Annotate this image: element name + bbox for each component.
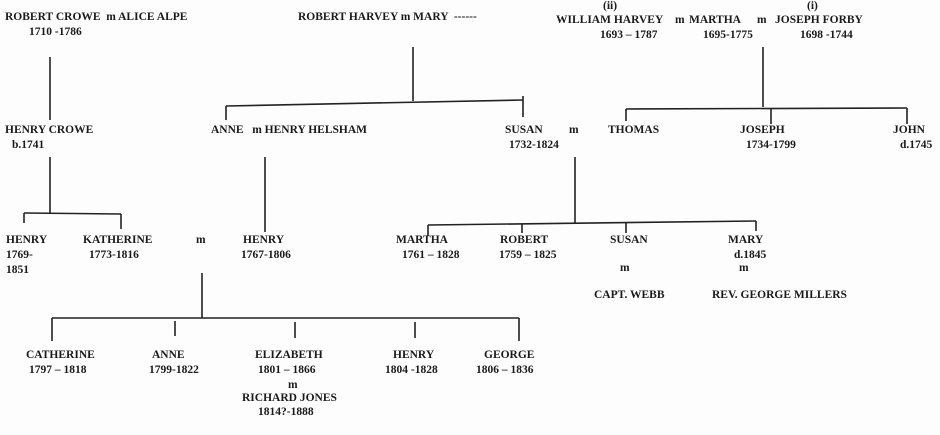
marriage-marker: m bbox=[620, 262, 630, 274]
george-dates: 1806 – 1836 bbox=[476, 364, 534, 376]
robert-harvey-mary: ROBERT HARVEY m MARY ------ bbox=[298, 11, 477, 23]
marriage-marker: m bbox=[569, 124, 579, 136]
robert-crowe-dates: 1710 -1786 bbox=[29, 26, 82, 38]
martha: MARTHA bbox=[689, 14, 741, 26]
catherine-dates: 1797 – 1818 bbox=[29, 364, 87, 376]
susan-child: SUSAN bbox=[610, 234, 648, 246]
henry-helsham-son: HENRY bbox=[243, 234, 285, 246]
henry-son-dates: 1769- bbox=[6, 249, 33, 261]
line bbox=[23, 212, 122, 215]
joseph-forby: JOSEPH FORBY bbox=[775, 14, 863, 26]
joseph-dates: 1734-1799 bbox=[746, 139, 796, 151]
marriage-marker: m bbox=[288, 379, 298, 391]
henry-crowe-dates: b.1741 bbox=[12, 139, 45, 151]
mary-child-dates: d.1845 bbox=[734, 249, 767, 261]
elizabeth: ELIZABETH bbox=[255, 349, 323, 361]
marriage-i: (i) bbox=[807, 0, 818, 12]
robert-child-dates: 1759 – 1825 bbox=[499, 249, 557, 261]
henry-grandchild: HENRY bbox=[393, 349, 435, 361]
john: JOHN bbox=[893, 124, 925, 136]
catherine: CATHERINE bbox=[26, 349, 95, 361]
susan: SUSAN bbox=[505, 124, 543, 136]
henry-grandchild-dates: 1804 -1828 bbox=[385, 364, 438, 376]
marriage-marker: m bbox=[739, 262, 749, 274]
mary-child: MARY bbox=[728, 234, 764, 246]
marriage-marker: m bbox=[757, 14, 767, 26]
elizabeth-dates: 1801 – 1866 bbox=[258, 364, 316, 376]
line bbox=[625, 107, 908, 110]
martha-dates: 1695-1775 bbox=[703, 29, 753, 41]
anne-grandchild: ANNE bbox=[152, 349, 185, 361]
rev-george-millers: REV. GEORGE MILLERS bbox=[712, 289, 847, 301]
capt-webb: CAPT. WEBB bbox=[594, 289, 665, 301]
richard-jones-dates: 1814?-1888 bbox=[258, 406, 314, 418]
susan-dates: 1732-1824 bbox=[509, 139, 559, 151]
richard-jones: RICHARD JONES bbox=[242, 392, 337, 404]
william-harvey-dates: 1693 – 1787 bbox=[600, 29, 658, 41]
line bbox=[427, 220, 757, 226]
joseph: JOSEPH bbox=[740, 124, 785, 136]
anne-henry-helsham: ANNE m HENRY HELSHAM bbox=[211, 124, 368, 136]
marriage-marker: m bbox=[675, 14, 685, 26]
george: GEORGE bbox=[484, 349, 535, 361]
henry-son: HENRY bbox=[6, 234, 48, 246]
john-dates: d.1745 bbox=[900, 139, 933, 151]
robert-crowe-alice-alpe: ROBERT CROWE m ALICE ALPE bbox=[5, 11, 188, 23]
thomas: THOMAS bbox=[608, 124, 660, 136]
robert-child: ROBERT bbox=[500, 234, 549, 246]
katherine-dates: 1773-1816 bbox=[89, 249, 139, 261]
marriage-marker: m bbox=[196, 234, 206, 246]
line bbox=[225, 99, 524, 107]
henry-crowe: HENRY CROWE bbox=[5, 124, 94, 136]
henry-helsham-son-dates: 1767-1806 bbox=[241, 249, 291, 261]
joseph-forby-dates: 1698 -1744 bbox=[800, 29, 853, 41]
katherine: KATHERINE bbox=[83, 234, 153, 246]
martha-child-dates: 1761 – 1828 bbox=[402, 249, 460, 261]
martha-child: MARTHA bbox=[396, 234, 448, 246]
william-harvey: WILLIAM HARVEY bbox=[556, 14, 664, 26]
henry-son-dates: 1851 bbox=[6, 264, 29, 276]
anne-grandchild-dates: 1799-1822 bbox=[149, 364, 199, 376]
marriage-ii: (ii) bbox=[603, 0, 618, 12]
